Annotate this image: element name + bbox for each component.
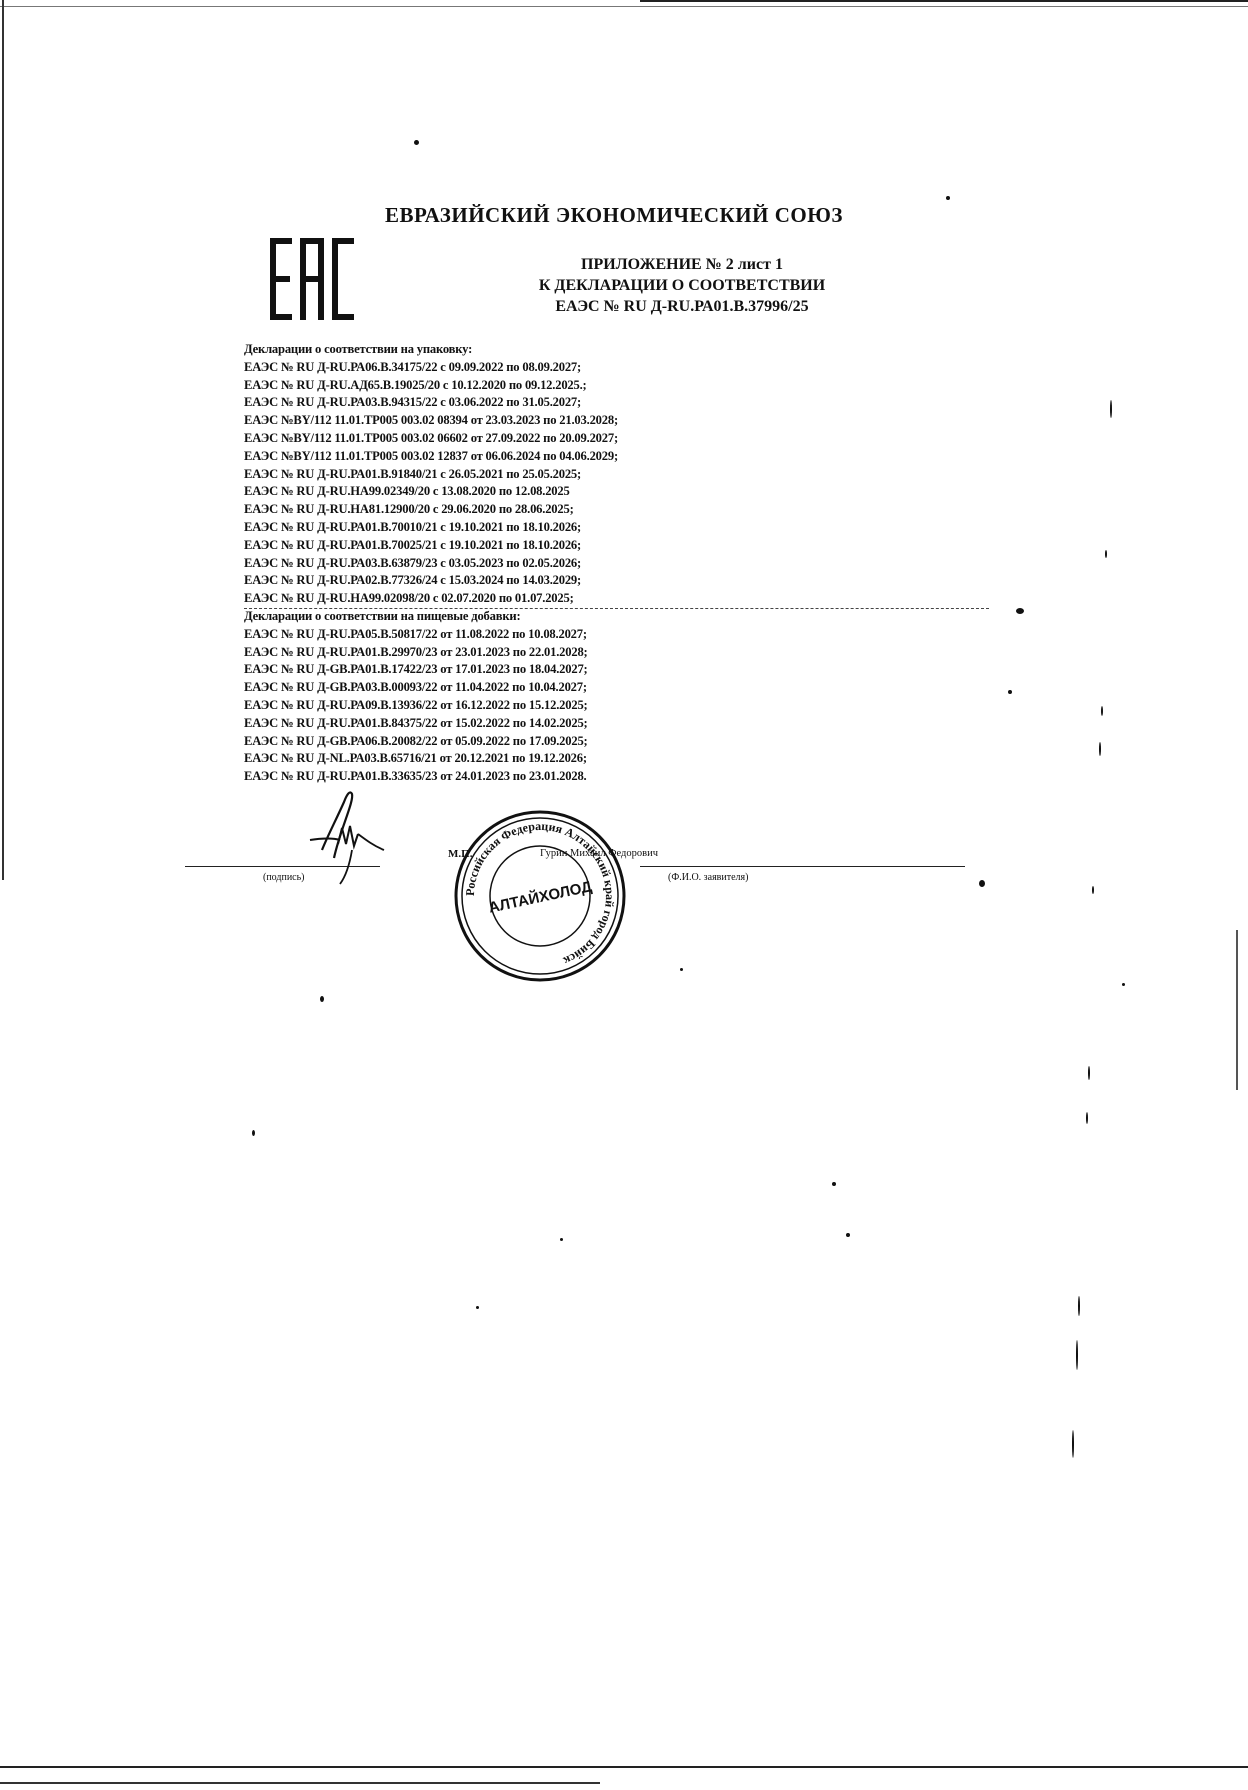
scan-speck — [320, 996, 324, 1002]
additive-item: ЕАЭС № RU Д-RU.РА01.В.29970/23 от 23.01.… — [244, 644, 588, 659]
packaging-item: ЕАЭС № RU Д-RU.НА99.02349/20 с 13.08.202… — [244, 484, 570, 499]
scan-speck — [979, 880, 985, 887]
packaging-item: ЕАЭС № RU Д-RU.РА06.В.34175/22 с 09.09.2… — [244, 359, 582, 374]
additive-item: ЕАЭС № RU Д-RU.РА09.В.13936/22 от 16.12.… — [244, 697, 588, 712]
scan-speck — [560, 1238, 563, 1241]
appendix-title: ПРИЛОЖЕНИЕ № 2 лист 1 — [581, 256, 783, 273]
scan-speck — [414, 140, 419, 145]
appendix-subtitle: К ДЕКЛАРАЦИИ О СООТВЕТСТВИИ — [538, 277, 826, 294]
page-edge-left — [2, 0, 4, 880]
packaging-item: ЕАЭС №BY/112 11.01.ТР005 003.02 08394 от… — [244, 413, 618, 428]
scan-speck — [832, 1182, 836, 1186]
packaging-item: ЕАЭС № RU Д-RU.РА03.В.63879/23 с 03.05.2… — [244, 555, 582, 570]
page-edge-bottom-inner — [0, 1782, 600, 1784]
packaging-item: ЕАЭС № RU Д-RU.РА03.В.94315/22 с 03.06.2… — [244, 395, 582, 410]
packaging-item: ЕАЭС № RU Д-RU.РА02.В.77326/24 с 15.03.2… — [244, 573, 582, 588]
scan-speck — [252, 1130, 255, 1136]
scan-speck — [680, 968, 683, 971]
scan-speck — [1072, 1430, 1074, 1458]
packaging-item: ЕАЭС № RU Д-RU.НА81.12900/20 с 29.06.202… — [244, 502, 574, 517]
stamp-center-text: АЛТАЙХОЛОД — [487, 877, 594, 916]
packaging-item: ЕАЭС №BY/112 11.01.ТР005 003.02 12837 от… — [244, 448, 618, 463]
additive-item: ЕАЭС № RU Д-NL.РА03.В.65716/21 от 20.12.… — [244, 751, 587, 766]
scan-speck — [1078, 1296, 1080, 1316]
scan-speck — [1076, 1340, 1078, 1370]
declaration-number: ЕАЭС № RU Д-RU.РА01.В.37996/25 — [555, 298, 809, 315]
packaging-item: ЕАЭС № RU Д-RU.РА01.В.91840/21 с 26.05.2… — [244, 466, 582, 481]
scan-speck — [1008, 690, 1012, 694]
union-title: ЕВРАЗИЙСКИЙ ЭКОНОМИЧЕСКИЙ СОЮЗ — [385, 203, 843, 227]
scan-speck — [1101, 706, 1103, 716]
scan-speck — [476, 1306, 479, 1309]
additives-heading: Декларации о соответствии на пищевые доб… — [244, 608, 521, 623]
page-edge-top — [640, 0, 1248, 2]
declaration-list: Декларации о соответствии на упаковку: Е… — [244, 341, 944, 786]
company-stamp: Российская Федерация Алтайский край горо… — [454, 810, 626, 982]
additive-item: ЕАЭС № RU Д-RU.РА01.В.84375/22 от 15.02.… — [244, 715, 588, 730]
packaging-item: ЕАЭС № RU Д-RU.АД65.В.19025/20 с 10.12.2… — [244, 377, 587, 392]
packaging-item: ЕАЭС № RU Д-RU.РА01.В.70010/21 с 19.10.2… — [244, 519, 582, 534]
packaging-item: ЕАЭС № RU Д-RU.РА01.В.70025/21 с 19.10.2… — [244, 537, 582, 552]
packaging-item: ЕАЭС № RU Д-RU.НА99.02098/20 с 02.07.202… — [244, 591, 574, 606]
scan-speck — [1122, 983, 1125, 986]
scan-speck — [846, 1233, 850, 1237]
page-edge-right — [1236, 930, 1238, 1090]
scan-speck — [1110, 400, 1112, 418]
signer-name: Гурин Михаил Федорович — [540, 848, 659, 859]
scan-speck — [1105, 550, 1107, 558]
scan-speck — [1099, 742, 1101, 756]
scan-speck — [1088, 1066, 1090, 1080]
scan-speck — [1086, 1112, 1088, 1124]
additive-item: ЕАЭС № RU Д-RU.РА01.В.33635/23 от 24.01.… — [244, 769, 587, 784]
name-caption: (Ф.И.О. заявителя) — [668, 872, 749, 883]
packaging-heading: Декларации о соответствии на упаковку: — [244, 342, 473, 356]
scan-speck — [1092, 886, 1094, 894]
page-edge-top-inner — [0, 6, 1248, 7]
scan-speck — [1016, 608, 1024, 614]
packaging-item: ЕАЭС №BY/112 11.01.ТР005 003.02 06602 от… — [244, 430, 618, 445]
dashed-separator — [244, 608, 989, 609]
additive-item: ЕАЭС № RU Д-RU.РА05.В.50817/22 от 11.08.… — [244, 626, 587, 641]
signature-caption: (подпись) — [263, 872, 305, 883]
scan-speck — [946, 196, 950, 200]
eac-logo — [270, 238, 354, 320]
signature-line — [185, 866, 380, 867]
additive-item: ЕАЭС № RU Д-GB.РА03.В.00093/22 от 11.04.… — [244, 680, 587, 695]
additive-item: ЕАЭС № RU Д-GB.РА06.В.20082/22 от 05.09.… — [244, 733, 588, 748]
page-edge-bottom — [0, 1766, 1248, 1768]
handwritten-signature — [309, 791, 385, 885]
additive-item: ЕАЭС № RU Д-GB.РА01.В.17422/23 от 17.01.… — [244, 662, 588, 677]
name-line — [640, 866, 965, 867]
